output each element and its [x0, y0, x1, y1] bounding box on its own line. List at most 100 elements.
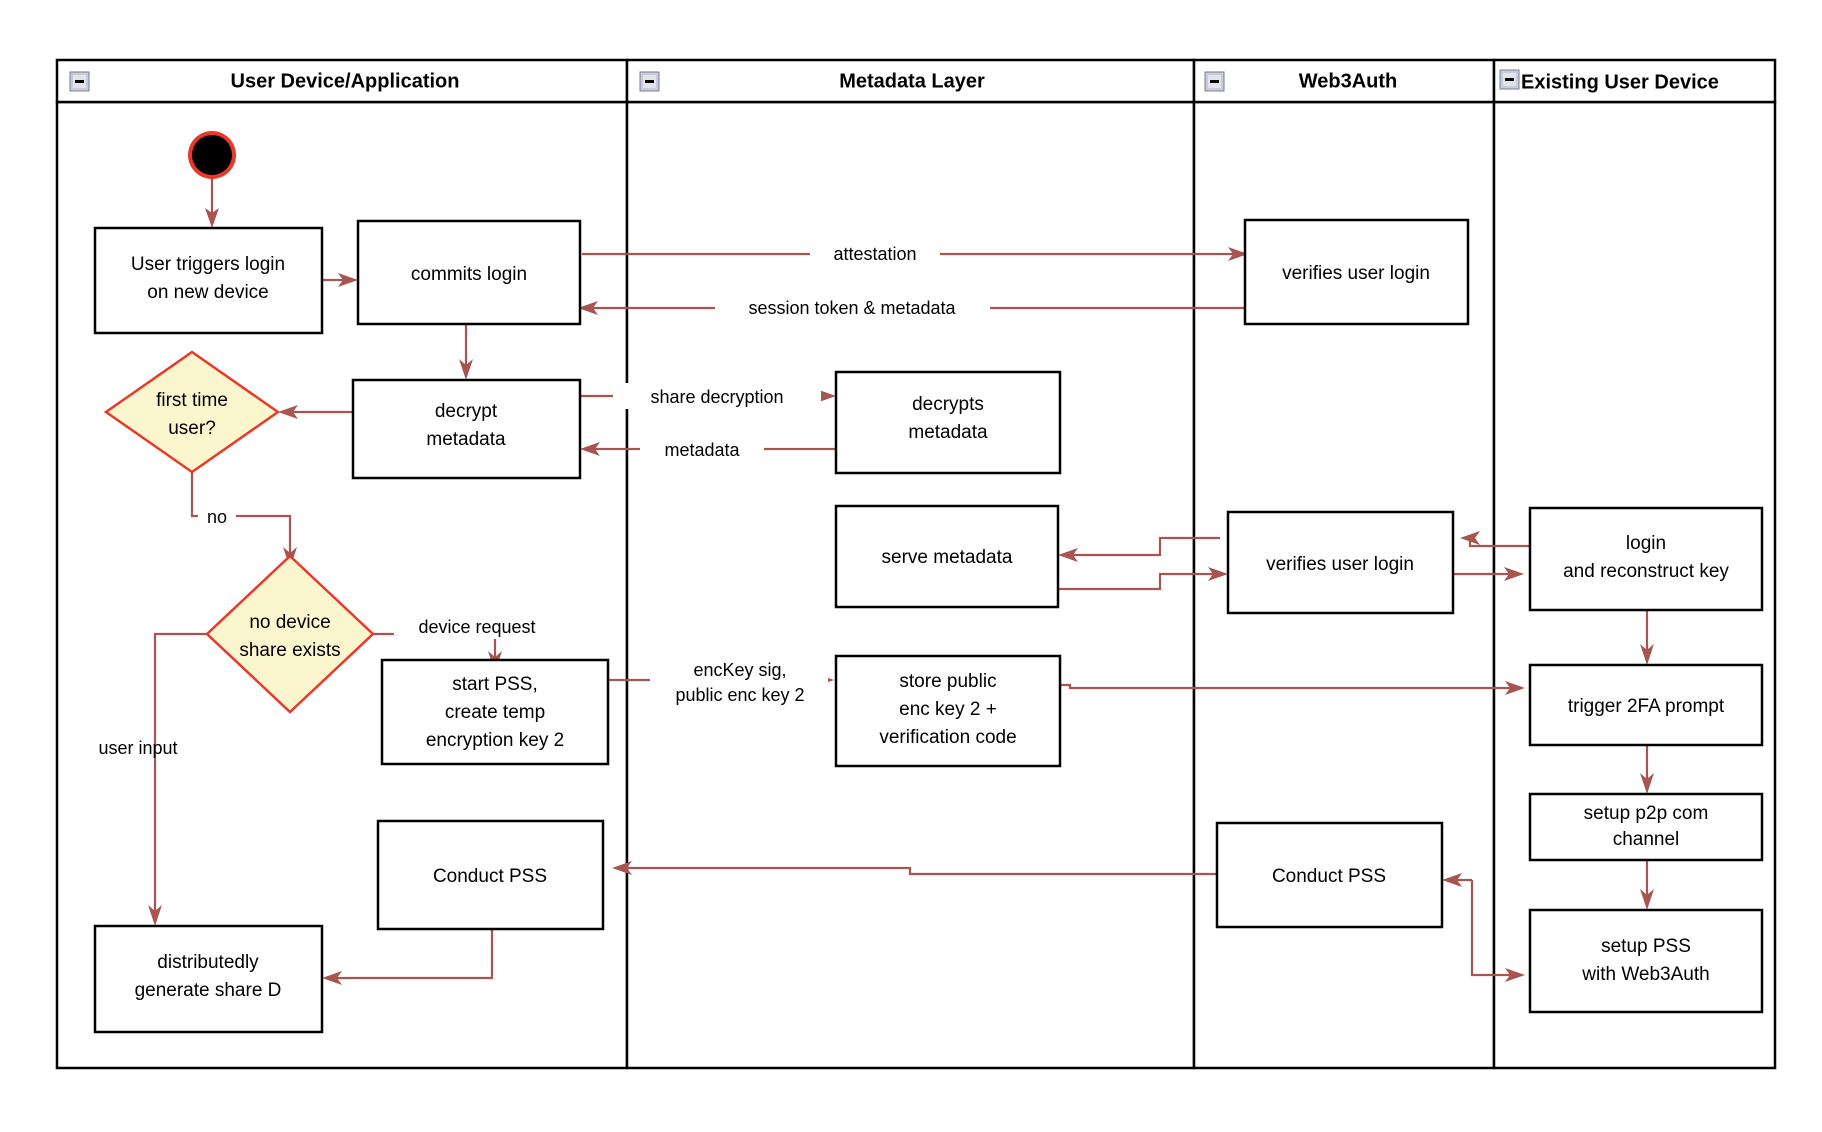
node-conduct-pss-user-device[interactable]: Conduct PSS [376, 819, 605, 931]
label-bg [640, 436, 764, 462]
node-label-line: verifies user login [1266, 554, 1414, 575]
edge-store-to-trigger-2fa [1060, 683, 1512, 690]
arrowhead-session-token [578, 301, 598, 315]
label-bg [715, 294, 990, 320]
node-label-line: setup p2p com [1584, 803, 1709, 824]
lane-titles: User Device/Application Metadata Layer W… [69, 69, 1719, 93]
lane-header-user-device[interactable] [55, 58, 629, 104]
arrowhead-metadata-back [580, 442, 600, 456]
arrowhead-2fa-to-p2p [1640, 773, 1654, 794]
arrowhead-conduct-pss-link [612, 861, 632, 875]
collapse-icon-web3auth[interactable] [1204, 71, 1225, 92]
label-bg [613, 383, 821, 409]
edge-verifies-to-serve-metadata [1070, 536, 1220, 557]
node-label-line: login [1626, 533, 1666, 554]
arrowhead-attestation [1228, 247, 1248, 261]
edge-label-session-token: session token & metadata [748, 298, 956, 318]
activity-nodes: User triggers login on new device commit… [93, 131, 1764, 1034]
node-label-line: share exists [239, 640, 340, 661]
node-distributedly-generate-share-d[interactable]: distributedly generate share D [93, 924, 324, 1034]
node-label-line: generate share D [135, 980, 282, 1001]
node-trigger-2fa-prompt[interactable]: trigger 2FA prompt [1528, 663, 1764, 747]
node-label-line: Conduct PSS [1272, 866, 1386, 887]
collapse-icon-existing-user-device[interactable] [1499, 69, 1520, 90]
node-setup-pss-with-web3auth[interactable]: setup PSS with Web3Auth [1528, 908, 1764, 1014]
node-label-line: Conduct PSS [433, 866, 547, 887]
arrowhead-login-to-verifies-mid [1460, 531, 1480, 545]
lane-header-metadata-layer[interactable] [625, 58, 1196, 104]
lane-title-web3auth: Web3Auth [1299, 70, 1398, 92]
arrowhead-conduct-pss-web3auth [1442, 873, 1462, 887]
node-label-line: decrypt [435, 401, 498, 422]
node-verifies-user-login-top[interactable]: verifies user login [1243, 218, 1470, 326]
arrowhead-p2p-to-setup-pss [1640, 889, 1654, 910]
collapse-icon-metadata-layer[interactable] [639, 71, 660, 92]
node-user-triggers-login[interactable]: User triggers login on new device [93, 226, 324, 335]
edge-labels: attestation session token & metadata sha… [98, 240, 990, 758]
node-label-line: commits login [411, 264, 527, 285]
node-label-line: start PSS, [452, 674, 538, 695]
node-label-line: setup PSS [1601, 936, 1691, 957]
lane-header-existing-user-device[interactable] [1492, 58, 1777, 104]
collapse-icon-user-device[interactable] [69, 71, 90, 92]
node-label-line: trigger 2FA prompt [1568, 696, 1725, 717]
edge-label-share-decryption: share decryption [650, 387, 783, 407]
node-label-line: metadata [426, 429, 506, 450]
edge-conduct-pss-link [625, 866, 1217, 876]
node-label-line: channel [1613, 829, 1680, 850]
node-label-line: with Web3Auth [1581, 964, 1709, 985]
edge-no-branch [190, 472, 292, 556]
label-bg [650, 655, 828, 709]
edge-setup-pss-jog [1470, 880, 1512, 977]
node-commits-login[interactable]: commits login [356, 219, 582, 326]
edge-label-enckey-line1: encKey sig, [693, 660, 786, 680]
edge-conduct-pss-to-share-d [335, 929, 494, 980]
lane-title-existing-user-device: Existing User Device [1521, 71, 1719, 93]
arrowhead-setup-pss-jog [1505, 968, 1525, 982]
label-bg [394, 613, 560, 639]
node-serve-metadata[interactable]: serve metadata [834, 504, 1060, 609]
node-decision-first-time-user[interactable]: first time user? [103, 350, 281, 474]
node-decision-no-device-share-exists[interactable]: no device share exists [205, 554, 375, 714]
edge-serve-metadata-to-verifies [1058, 572, 1215, 591]
edge-label-metadata: metadata [664, 440, 740, 460]
edge-label-enckey-line2: public enc key 2 [675, 685, 804, 705]
node-label-line: verification code [879, 727, 1016, 748]
node-label-line: serve metadata [882, 547, 1013, 568]
node-label-line: no device [249, 612, 330, 633]
node-label-line: verifies user login [1282, 263, 1430, 284]
arrowhead-login-to-commits [338, 273, 358, 287]
arrowhead-user-input [148, 905, 162, 926]
node-label-line: user? [168, 418, 216, 439]
node-label-line: first time [156, 390, 228, 411]
node-decrypts-metadata[interactable]: decrypts metadata [834, 370, 1062, 475]
node-conduct-pss-web3auth[interactable]: Conduct PSS [1215, 821, 1444, 929]
node-store-public-enc-key[interactable]: store public enc key 2 + verification co… [834, 654, 1062, 768]
label-bg [198, 503, 236, 529]
node-label-line: on new device [147, 282, 268, 303]
edge-label-device-request: device request [418, 617, 535, 637]
node-start-pss[interactable]: start PSS, create temp encryption key 2 [380, 658, 610, 766]
node-login-and-reconstruct-key[interactable]: login and reconstruct key [1528, 506, 1764, 612]
lane-header-web3auth[interactable] [1192, 58, 1496, 104]
node-label-line: enc key 2 + [899, 699, 997, 720]
arrowhead-start-to-login [205, 208, 219, 228]
node-decrypt-metadata[interactable]: decrypt metadata [351, 378, 582, 480]
lane-title-user-device: User Device/Application [231, 70, 460, 92]
arrowhead-decrypt-to-first-time [278, 405, 298, 419]
node-verifies-user-login-mid[interactable]: verifies user login [1226, 510, 1455, 615]
lane-title-metadata-layer: Metadata Layer [839, 70, 985, 92]
node-label-line: create temp [445, 702, 545, 723]
arrowhead-verifies-to-serve-metadata [1058, 548, 1078, 562]
node-setup-p2p-com-channel[interactable]: setup p2p com channel [1528, 792, 1764, 862]
arrowhead-login-to-2fa [1640, 644, 1654, 665]
initial-node-start[interactable] [188, 131, 236, 179]
edge-label-attestation: attestation [833, 244, 916, 264]
node-label-line: encryption key 2 [426, 730, 564, 751]
arrowhead-serve-metadata-to-verifies [1208, 567, 1228, 581]
node-label-line: and reconstruct key [1563, 561, 1729, 582]
node-label-line: store public [899, 671, 996, 692]
node-label-line: distributedly [157, 952, 259, 973]
